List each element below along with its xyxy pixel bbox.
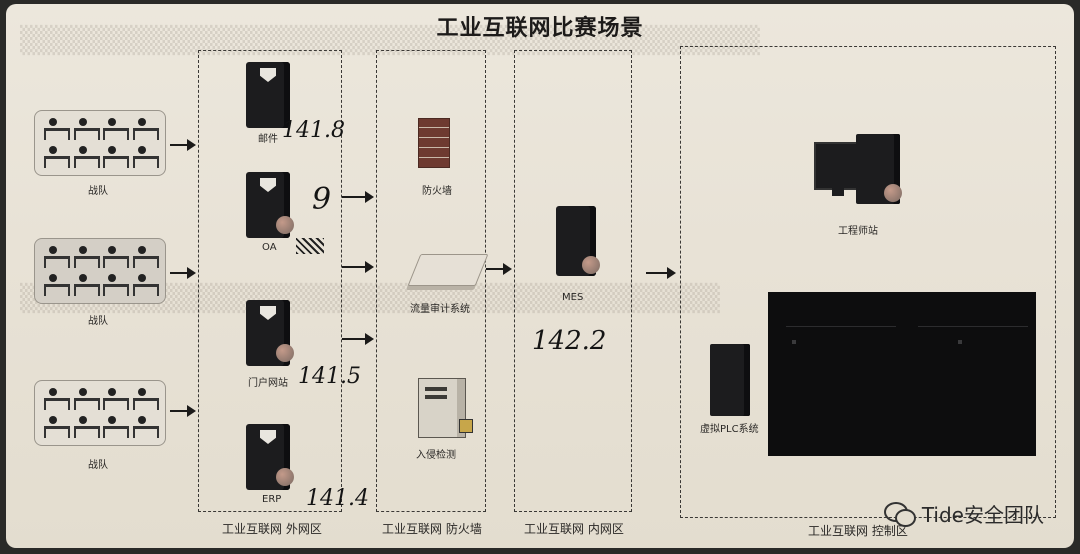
team-box-2 — [34, 238, 166, 304]
server-icon — [246, 62, 290, 128]
person-icon — [71, 385, 101, 413]
device-label-plc: 虚拟PLC系统 — [700, 424, 759, 435]
person-icon — [130, 115, 160, 143]
person-icon — [41, 385, 71, 413]
server-label-mes: MES — [562, 292, 584, 303]
device-label-firewall: 防火墙 — [422, 186, 452, 197]
person-icon — [100, 243, 130, 271]
person-icon — [71, 413, 101, 441]
person-icon — [100, 413, 130, 441]
workstation-tower-icon — [856, 134, 902, 204]
person-icon — [100, 385, 130, 413]
person-icon — [71, 143, 101, 171]
person-icon — [41, 413, 71, 441]
person-icon — [130, 143, 160, 171]
zone-internal — [514, 50, 632, 512]
bleed-through-text: ▒▒▒▒▒▒▒▒▒▒▒▒▒▒▒▒▒▒▒▒▒▒▒▒▒▒▒▒▒▒▒▒▒▒▒▒▒ — [20, 26, 760, 56]
person-icon — [41, 271, 71, 299]
arrow-icon — [342, 191, 374, 203]
wechat-icon — [883, 501, 916, 527]
scribble-mark — [296, 238, 324, 254]
person-icon — [130, 271, 160, 299]
person-icon — [100, 115, 130, 143]
arrow-icon — [170, 139, 196, 151]
person-icon — [71, 243, 101, 271]
person-icon — [71, 115, 101, 143]
watermark-text: Tide安全团队 — [921, 503, 1044, 527]
person-icon — [100, 143, 130, 171]
team-box-1 — [34, 110, 166, 176]
zone-control — [680, 46, 1056, 518]
zone-firewall — [376, 50, 486, 512]
arrow-icon — [486, 263, 512, 275]
device-label-audit: 流量审计系统 — [410, 304, 470, 315]
ids-icon — [418, 378, 473, 438]
server-label-erp: ERP — [262, 494, 282, 505]
dark-screen-panel — [768, 292, 1036, 456]
audit-device-icon — [407, 254, 489, 286]
server-icon — [246, 300, 294, 366]
handwritten-erp-ip: 141.4 — [306, 486, 369, 511]
arrow-icon — [342, 261, 374, 273]
server-icon — [246, 424, 294, 490]
zone-internal-label: 工业互联网 内网区 — [524, 522, 624, 536]
firewall-icon — [418, 118, 450, 168]
team-box-3 — [34, 380, 166, 446]
arrow-icon — [170, 405, 196, 417]
watermark: Tide安全团队 — [883, 499, 1044, 528]
team-label-3: 战队 — [88, 460, 108, 471]
zone-external-label: 工业互联网 外网区 — [222, 522, 322, 536]
paper-photo: ▒▒▒▒▒▒▒▒▒▒▒▒▒▒▒▒▒▒▒▒▒▒▒▒▒▒▒▒▒▒▒▒▒▒▒▒▒ ▒▒… — [6, 4, 1074, 548]
zone-control-label: 工业互联网 控制区 — [808, 524, 908, 538]
team-label-1: 战队 — [88, 186, 108, 197]
person-icon — [130, 413, 160, 441]
handwritten-mail-ip: 141.8 — [282, 118, 345, 143]
person-icon — [41, 115, 71, 143]
person-icon — [71, 271, 101, 299]
person-icon — [100, 271, 130, 299]
handwritten-oa-number: 9 — [312, 182, 332, 217]
arrow-icon — [342, 333, 374, 345]
person-icon — [130, 243, 160, 271]
monitor-stand — [832, 188, 844, 196]
handwritten-portal-ip: 141.5 — [298, 364, 361, 389]
zone-firewall-label: 工业互联网 防火墙 — [382, 522, 482, 536]
person-icon — [130, 385, 160, 413]
server-label-oa: OA — [262, 242, 277, 253]
team-label-2: 战队 — [88, 316, 108, 327]
server-label-mail: 邮件 — [258, 134, 278, 145]
server-icon — [246, 172, 294, 238]
handwritten-mes-ip: 142.2 — [532, 326, 607, 356]
device-label-ids: 入侵检测 — [416, 450, 456, 461]
arrow-icon — [170, 267, 196, 279]
zone-external — [198, 50, 342, 512]
person-icon — [41, 143, 71, 171]
arrow-icon — [646, 267, 676, 279]
person-icon — [41, 243, 71, 271]
device-label-engineer-station: 工程师站 — [838, 226, 878, 237]
diagram-title: 工业互联网比赛场景 — [436, 16, 644, 41]
server-label-portal: 门户网站 — [248, 378, 288, 389]
server-icon — [556, 206, 600, 276]
plc-icon — [710, 344, 750, 416]
